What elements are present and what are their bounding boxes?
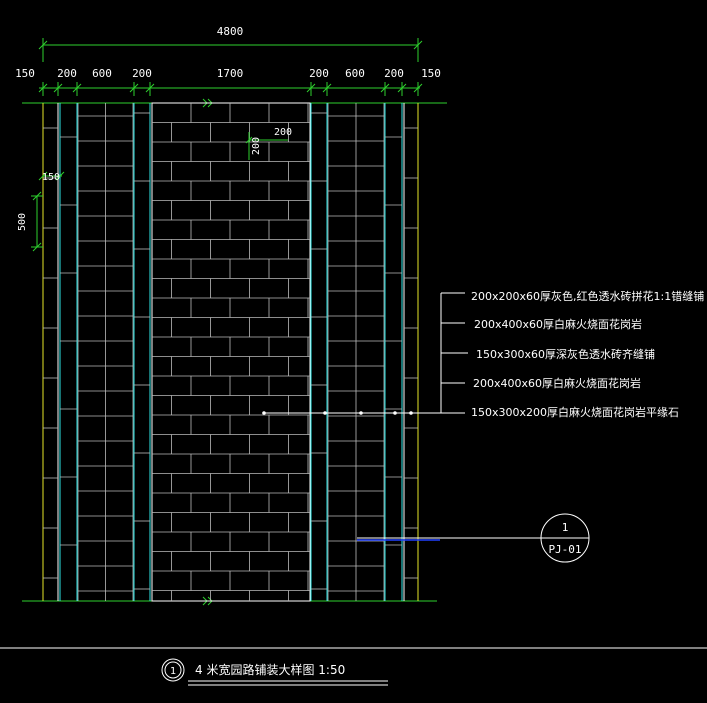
- section-marker-number: 1: [562, 521, 569, 534]
- center-brick-field: [151, 102, 311, 602]
- segment-label-4: 200: [132, 67, 152, 80]
- leader-dot: [359, 411, 363, 415]
- drawing-title: 1 4 米宽园路铺装大样图 1:50: [161, 658, 388, 686]
- segment-label-9: 150: [421, 67, 441, 80]
- segment-dimension-line: 150 200 600 200 1700 200 600 200 150: [15, 67, 441, 96]
- left-granite-band: [59, 103, 78, 601]
- dimension-tick-slash: [129, 83, 139, 93]
- dimension-tick-slash: [306, 83, 316, 93]
- leader-dot: [323, 411, 327, 415]
- right-inner-granite-band: [310, 103, 328, 601]
- dimension-tick-slash: [38, 83, 48, 93]
- brick-height-dimension: 200: [248, 132, 262, 160]
- material-note-3: 150x300x60厚深灰色透水砖齐缝铺: [476, 347, 655, 361]
- section-marker-sheet: PJ-01: [548, 543, 581, 556]
- overall-dimension-label: 4800: [217, 25, 244, 38]
- section-marker: 1 PJ-01: [357, 513, 590, 563]
- overall-dimension: 4800: [38, 25, 423, 62]
- module-height-label: 500: [17, 213, 28, 231]
- material-note-2: 200x400x60厚白麻火烧面花岗岩: [474, 317, 642, 331]
- segment-label-3: 600: [92, 67, 112, 80]
- leader-dot: [262, 411, 266, 415]
- dimension-tick-slash: [322, 83, 332, 93]
- material-note-5: 150x300x200厚白麻火烧面花岗岩平缘石: [471, 405, 679, 419]
- dimension-tick-slash: [72, 83, 82, 93]
- segment-label-7: 600: [345, 67, 365, 80]
- dimension-tick-slash: [397, 83, 407, 93]
- segment-label-8: 200: [384, 67, 404, 80]
- leader-dot: [393, 411, 397, 415]
- segment-label-2: 200: [57, 67, 77, 80]
- segment-label-6: 200: [309, 67, 329, 80]
- right-granite-band: [384, 103, 403, 601]
- brick-width-label: 200: [274, 127, 292, 138]
- leader-dot: [409, 411, 413, 415]
- material-note-1: 200x200x60厚灰色,红色透水砖拼花1:1错缝铺: [471, 289, 704, 303]
- left-gray-paver-band: [77, 103, 134, 601]
- edge-offset-dimension: 150: [38, 171, 65, 183]
- segment-label-5: 1700: [217, 67, 244, 80]
- segment-label-1: 150: [15, 67, 35, 80]
- left-inner-granite-band: [133, 103, 151, 601]
- dimension-tick-slash: [380, 83, 390, 93]
- edge-offset-label: 150: [42, 172, 60, 183]
- dimension-tick-slash: [53, 83, 63, 93]
- material-notes: 200x200x60厚灰色,红色透水砖拼花1:1错缝铺 200x400x60厚白…: [471, 289, 704, 419]
- material-leader-lines: [262, 292, 468, 415]
- left-curb-band: [42, 103, 59, 601]
- drawing-title-number: 1: [170, 666, 176, 677]
- dimension-tick-slash: [145, 83, 155, 93]
- drawing-title-text: 4 米宽园路铺装大样图 1:50: [195, 662, 345, 677]
- right-curb-band: [403, 103, 419, 601]
- brick-height-label: 200: [251, 137, 262, 155]
- right-gray-paver-band: [327, 103, 385, 601]
- module-height-dimension: 500: [17, 191, 43, 252]
- material-note-4: 200x400x60厚白麻火烧面花岗岩: [473, 376, 641, 390]
- dimension-tick-slash: [413, 83, 423, 93]
